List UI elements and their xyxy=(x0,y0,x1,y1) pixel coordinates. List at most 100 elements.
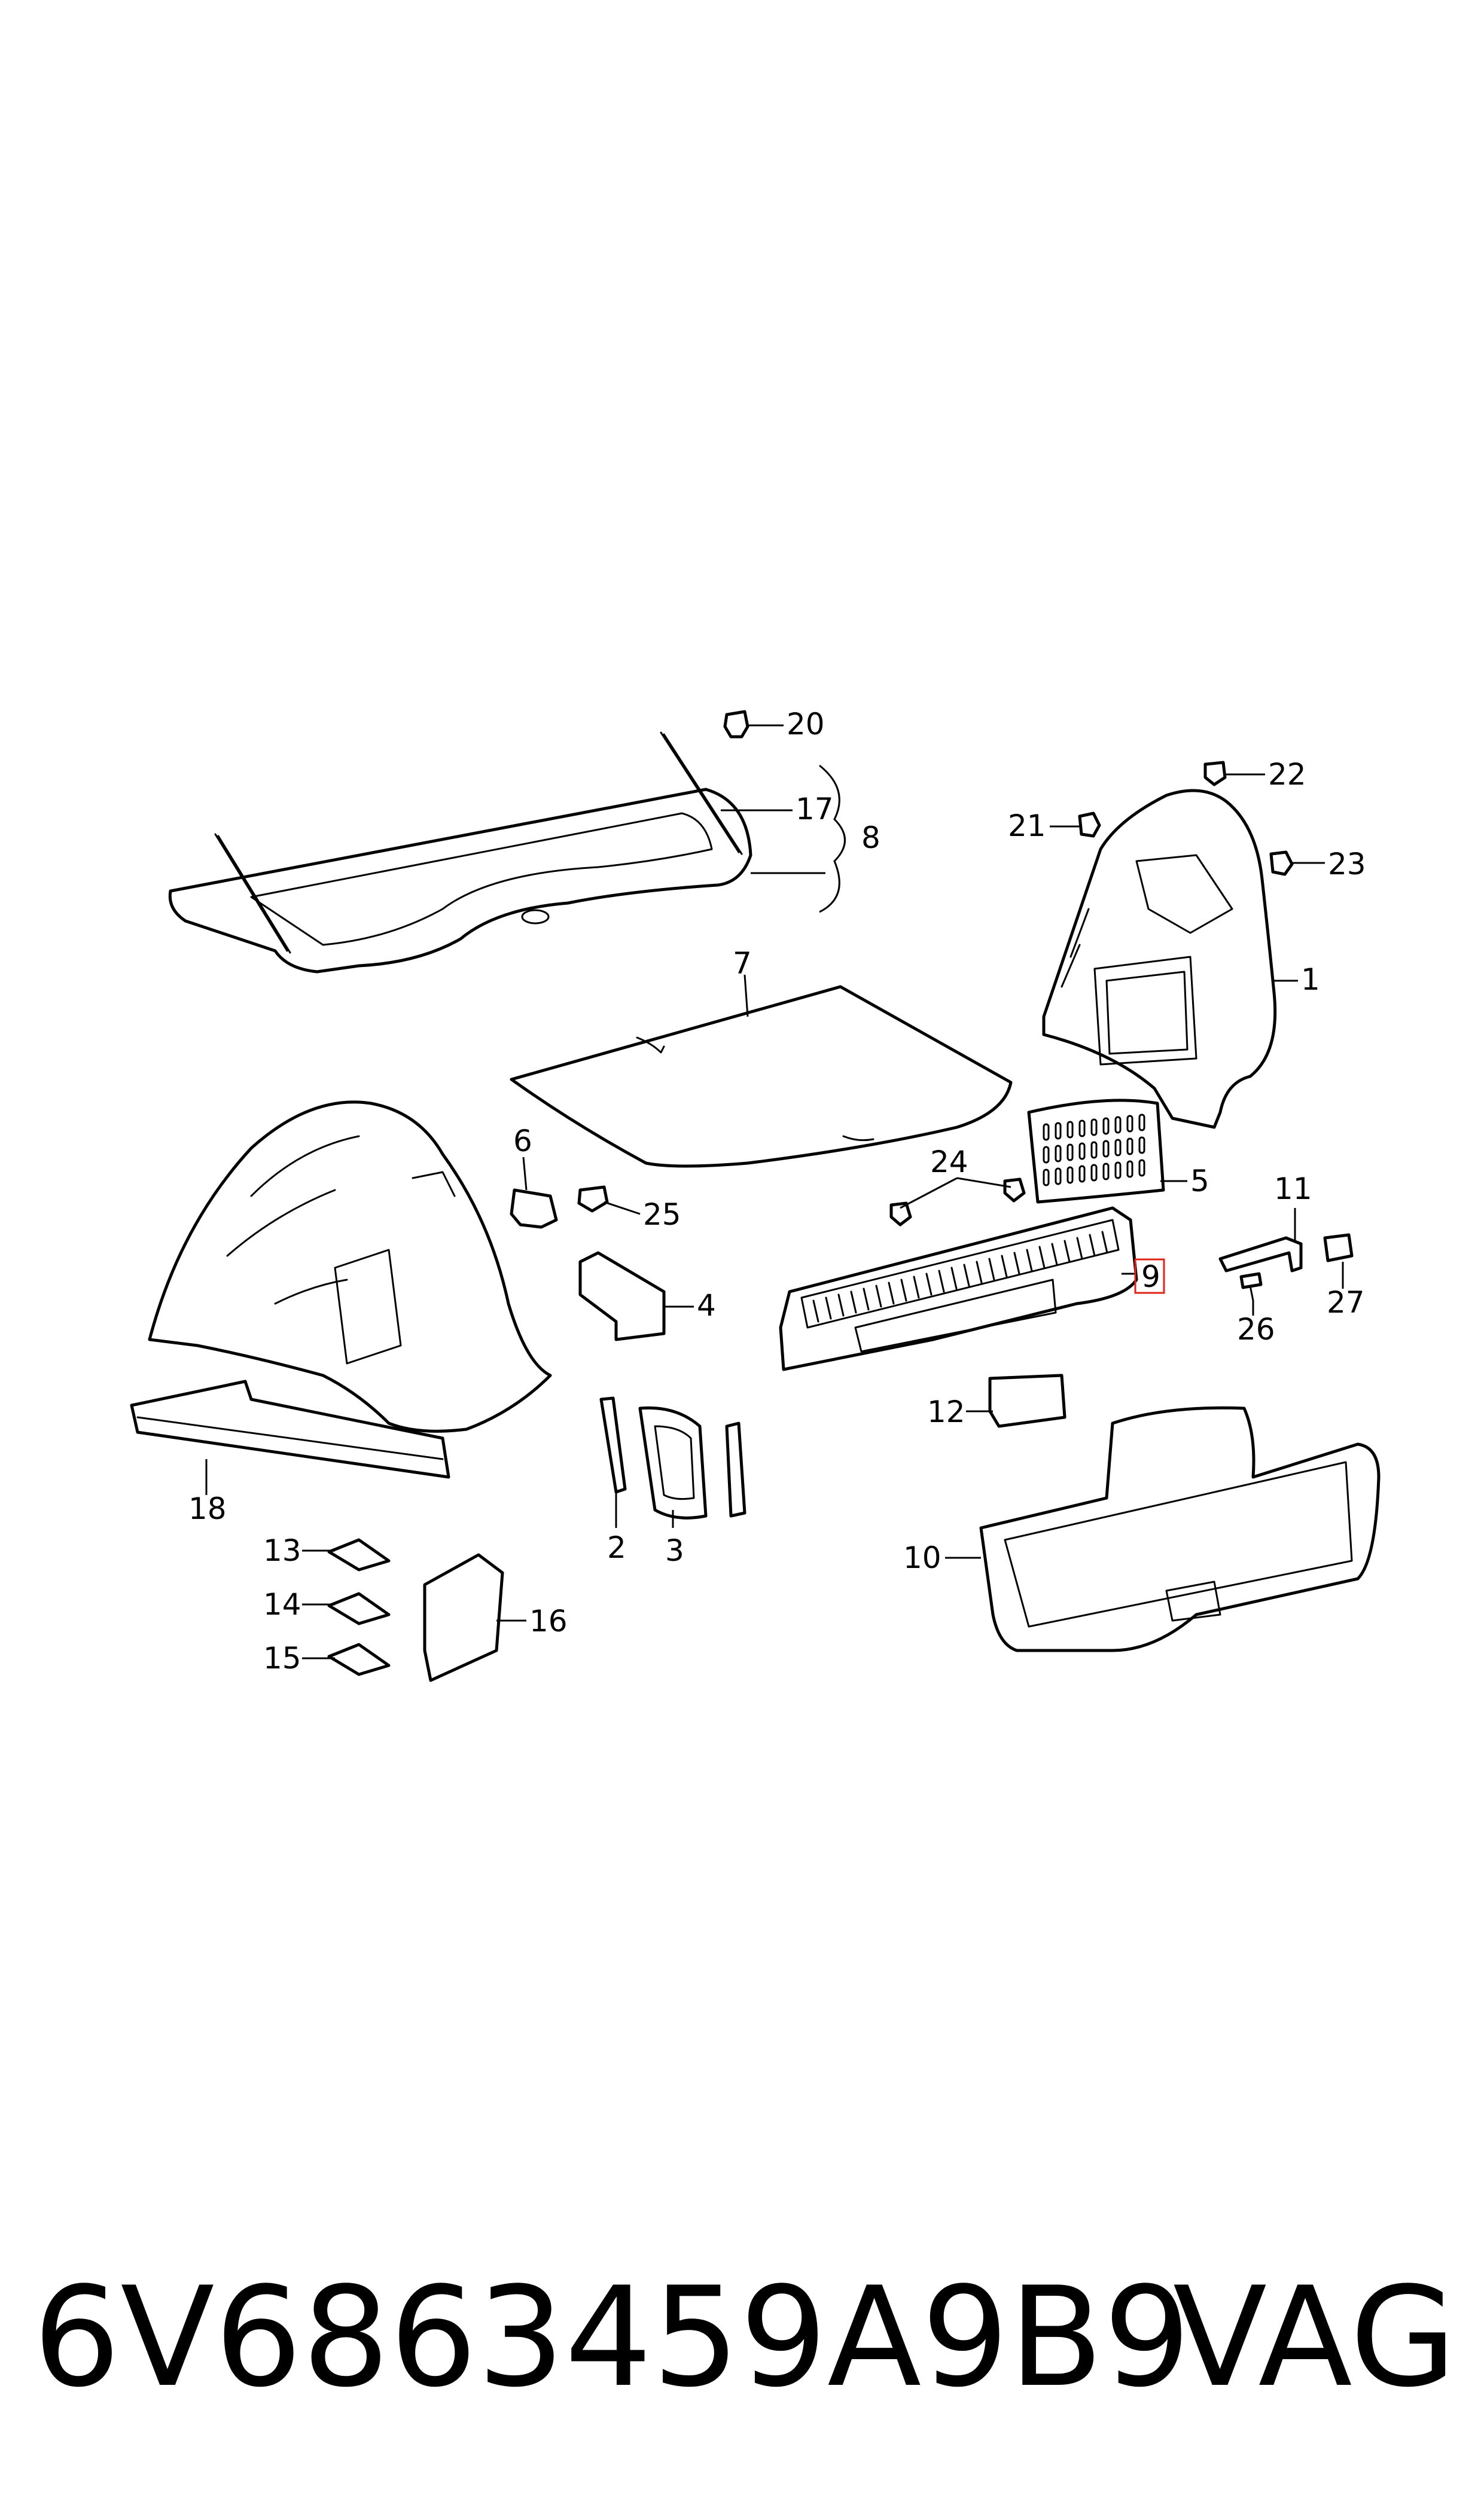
sill-rib xyxy=(863,1288,870,1311)
sill-rib xyxy=(850,1290,857,1314)
screw-26 xyxy=(1239,1272,1263,1302)
strip-2 xyxy=(599,1396,627,1494)
callout-2: 2 xyxy=(607,1530,626,1565)
callout-18: 18 xyxy=(188,1491,227,1526)
grille-slot xyxy=(1055,1145,1062,1163)
grille-slot xyxy=(1078,1119,1086,1137)
grille-cover xyxy=(1027,1099,1165,1204)
callout-17: 17 xyxy=(796,792,834,826)
sill-rib xyxy=(950,1267,958,1290)
grille-slot xyxy=(1138,1159,1145,1177)
bracket-4 xyxy=(578,1251,666,1341)
foam-strip xyxy=(130,1380,450,1479)
callout-21: 21 xyxy=(1008,809,1046,843)
grille-slot xyxy=(1114,1116,1122,1134)
grille-slot xyxy=(1114,1161,1122,1179)
callout-11: 11 xyxy=(1274,1171,1312,1206)
sill-rib xyxy=(1101,1231,1108,1254)
side-trim-right xyxy=(1042,789,1277,1129)
sill-rib xyxy=(1051,1243,1058,1266)
callout-20: 20 xyxy=(787,707,825,742)
callout-6: 6 xyxy=(513,1124,532,1158)
sill-rib xyxy=(976,1261,983,1284)
sill-rib xyxy=(1026,1249,1033,1272)
sill-rib xyxy=(825,1296,832,1320)
grille-slot xyxy=(1078,1165,1086,1183)
grille-slot xyxy=(1043,1169,1050,1186)
strip-3b xyxy=(725,1421,746,1518)
callout-14: 14 xyxy=(263,1587,301,1622)
grille-slot xyxy=(1102,1140,1110,1158)
callout-4: 4 xyxy=(697,1288,716,1323)
callout-22: 22 xyxy=(1268,757,1306,792)
pad-13 xyxy=(327,1538,391,1572)
sill-rib xyxy=(913,1276,920,1299)
hook-11 xyxy=(1218,1236,1303,1273)
grille-slot xyxy=(1055,1167,1062,1185)
floor-cover xyxy=(510,985,1013,1168)
part-number: 6V6863459A9B9 xyxy=(33,2258,1191,2418)
callout-24: 24 xyxy=(930,1145,968,1179)
grille-slot xyxy=(1066,1166,1074,1184)
spacer-27 xyxy=(1323,1233,1354,1262)
cover-12 xyxy=(988,1374,1066,1428)
sill-rib xyxy=(963,1264,970,1287)
callout-7: 7 xyxy=(733,946,752,981)
highlight-frame xyxy=(1134,1258,1165,1294)
callout-15: 15 xyxy=(263,1641,301,1676)
callout-27: 27 xyxy=(1327,1285,1365,1320)
clip-23 xyxy=(1269,850,1294,876)
brand-name: VAG xyxy=(1172,2258,1456,2418)
sill-rib xyxy=(1001,1255,1008,1278)
footer: 6V6863459A9B9 VAG xyxy=(33,2260,1456,2416)
grille-slot xyxy=(1126,1160,1133,1178)
sill-rib xyxy=(900,1279,907,1302)
clip-22 xyxy=(1203,761,1227,786)
callout-10: 10 xyxy=(903,1540,941,1575)
callout-16: 16 xyxy=(529,1604,568,1639)
grille-slot xyxy=(1138,1136,1145,1154)
grille-slot xyxy=(1126,1137,1133,1155)
clip-24-right xyxy=(1003,1177,1026,1203)
frame-3 xyxy=(638,1406,708,1520)
grille-slot xyxy=(1066,1121,1074,1139)
grille-slot xyxy=(1043,1123,1050,1141)
sill-rib xyxy=(888,1282,895,1305)
grille-slot xyxy=(1102,1163,1110,1180)
callout-1: 1 xyxy=(1301,962,1320,997)
parcel-shelf xyxy=(168,731,752,974)
pad-15 xyxy=(327,1643,391,1676)
clip-21 xyxy=(1078,811,1101,838)
sill-rib xyxy=(1038,1246,1046,1269)
callout-13: 13 xyxy=(263,1533,301,1568)
sill-rib xyxy=(938,1270,945,1293)
grille-slot xyxy=(1102,1117,1110,1135)
sill-rib xyxy=(1089,1234,1096,1257)
callout-23: 23 xyxy=(1328,847,1366,881)
grille-slot xyxy=(1090,1141,1098,1159)
grille-slot xyxy=(1126,1115,1133,1133)
grille-slot xyxy=(1055,1122,1062,1140)
pad-16 xyxy=(423,1553,504,1682)
grille-slot xyxy=(1066,1143,1074,1161)
grille-slot xyxy=(1090,1164,1098,1182)
callout-25: 25 xyxy=(643,1197,681,1232)
sill-rib xyxy=(1013,1252,1020,1275)
sill-rib xyxy=(1076,1237,1083,1260)
callout-26: 26 xyxy=(1237,1312,1275,1347)
clip-24-left xyxy=(889,1201,912,1227)
callout-9: 9 xyxy=(1141,1259,1160,1294)
wheelhouse-trim-left xyxy=(148,1100,552,1433)
grille-slot xyxy=(1138,1113,1145,1131)
leader-lines xyxy=(205,724,1344,1659)
pad-14 xyxy=(327,1592,391,1625)
grille-slot xyxy=(1043,1146,1050,1164)
grille-slot xyxy=(1078,1142,1086,1160)
sill-rib xyxy=(812,1299,819,1323)
trim-panel-10 xyxy=(979,1406,1381,1652)
grille-slot xyxy=(1090,1118,1098,1136)
sill-rib xyxy=(1064,1240,1071,1263)
